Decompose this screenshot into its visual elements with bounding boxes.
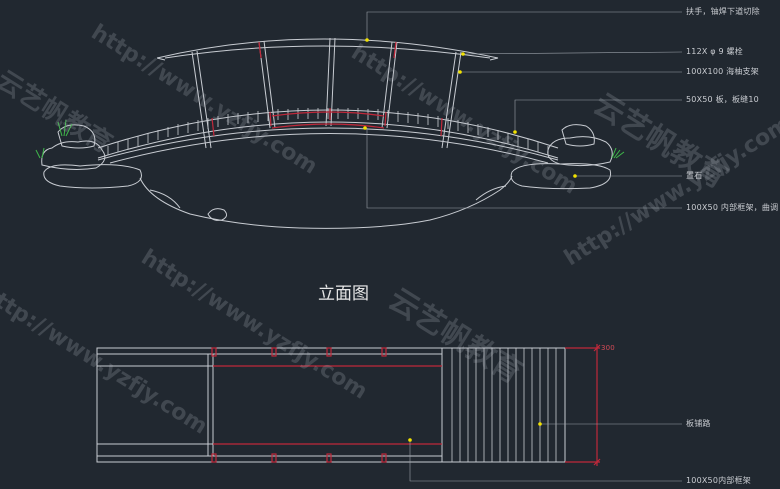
- left-boulder: [43, 164, 142, 189]
- right-rock: [547, 136, 613, 167]
- water-bed: [139, 175, 513, 229]
- plan-red-members: [211, 344, 601, 466]
- dimension-label: 300: [601, 344, 615, 352]
- right-boulder: [510, 163, 612, 190]
- label-plank-path: 板铺路: [686, 419, 711, 428]
- grass-left: [35, 119, 73, 159]
- left-rock: [41, 140, 106, 170]
- leader-lines: [366, 11, 683, 209]
- deck-top: [97, 109, 559, 149]
- deck-bottom: [97, 121, 559, 159]
- marker-dots: [363, 38, 577, 178]
- plank-area: [441, 347, 566, 463]
- elevation-view: [35, 37, 625, 229]
- label-inner-frame: 100X50内部框架: [686, 476, 751, 485]
- label-bolt: 112X φ 9 螺栓: [686, 47, 743, 56]
- label-deck-board: 50X50 板，板缝10: [686, 95, 759, 104]
- arch-frame: [97, 127, 559, 161]
- label-handrail: 扶手，铀焊下道切除: [686, 7, 760, 16]
- right-rock-2: [561, 124, 595, 147]
- label-stone: 置石: [686, 171, 703, 180]
- elevation-red-members: [211, 41, 443, 137]
- plan-leaders: [409, 423, 682, 482]
- label-frame: 100X50 内部框架，曲调: [686, 203, 779, 212]
- handrail: [156, 38, 499, 59]
- planks: [451, 348, 557, 462]
- left-rock-2: [57, 124, 96, 149]
- arch-frame-lower: [109, 133, 549, 164]
- deck-boards: [107, 108, 549, 155]
- grass-right: [611, 147, 625, 159]
- handrail-inner: [164, 45, 491, 59]
- label-support: 100X100 海柚支架: [686, 67, 759, 76]
- elevation-title: 立面图: [318, 284, 369, 304]
